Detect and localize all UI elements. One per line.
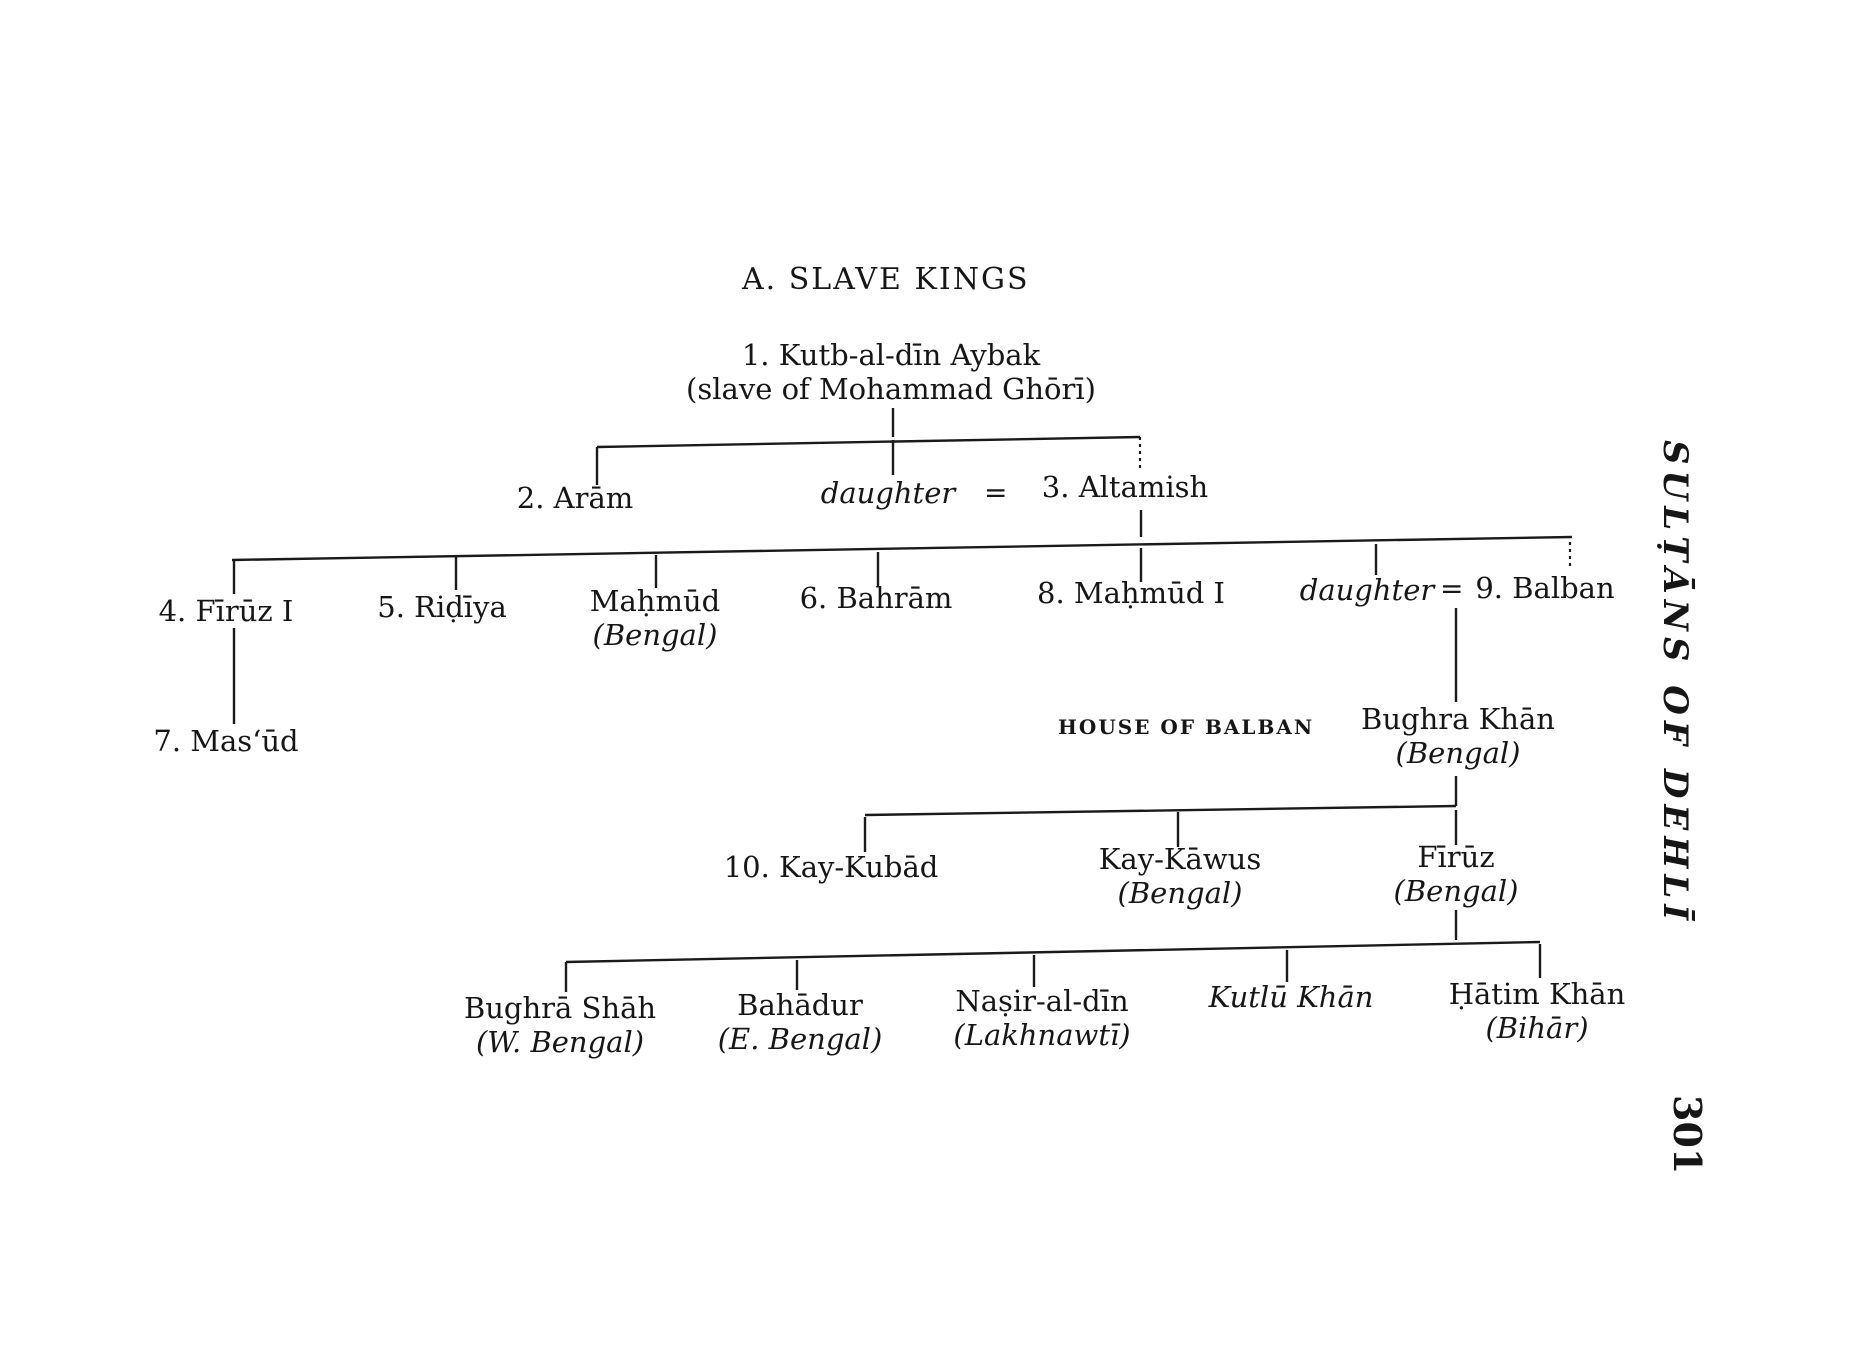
node-region: (E. Bengal) [717,1022,883,1056]
connector [231,535,1573,562]
node-mahmud-bengal: Maḥmūd (Bengal) [590,584,720,652]
connector [565,940,1541,964]
node-bughra-khan: Bughra Khān (Bengal) [1361,702,1555,770]
node-kay-kawus: Kay-Kāwus (Bengal) [1099,842,1261,910]
node-bahram: 6. Bahrām [800,581,953,615]
node-name: Bahādur [737,988,863,1022]
node-name: 9. Balban [1475,571,1615,605]
node-name: 5. Riḍīya [377,590,507,624]
node-name: Ḥātim Khān [1448,977,1626,1011]
page-number: 301 [1665,1095,1710,1175]
connector [864,804,1457,817]
marriage-sign: = [984,476,1008,509]
node-hatim-khan: Ḥātim Khān (Bihār) [1449,977,1626,1045]
node-name: 10. Kay-Kubād [723,850,939,884]
node-name: daughter [820,476,956,510]
node-nasir: Naṣir-al-dīn (Lakhnawtī) [953,984,1130,1052]
node-altamish: 3. Altamish [1042,470,1208,504]
node-firuz-i: 4. Fīrūz I [159,594,294,628]
node-name: 4. Fīrūz I [158,594,294,628]
node-region: (Bengal) [1117,876,1243,910]
node-name: 6. Bahrām [799,581,953,615]
running-head: SULṬĀNS OF DEHLĪ [1655,440,1695,927]
house-label: HOUSE OF BALBAN [1058,715,1315,739]
node-daughter-altamish: daughter [821,476,955,510]
node-masud: 7. Mas‘ūd [153,724,298,758]
node-name: Naṣir-al-dīn [955,984,1129,1018]
node-aybak: 1. Kutb-al-dīn Aybak (slave of Mohammad … [686,338,1096,406]
node-region: (Lakhnawtī) [953,1018,1131,1052]
node-name: 8. Maḥmūd I [1037,576,1225,610]
connector [596,435,1141,449]
node-name: 7. Mas‘ūd [153,724,299,758]
node-name: Bughra Khān [1361,702,1555,736]
node-name: Fīrūz [1417,840,1495,874]
node-bahadur: Bahādur (E. Bengal) [718,988,883,1056]
node-name: 2. Arām [516,481,634,515]
node-region: (Bengal) [1393,874,1519,908]
node-name: 1. Kutb-al-dīn Aybak [741,338,1041,372]
node-bughra-shah: Bughrā Shāh (W. Bengal) [464,991,656,1059]
node-name: 3. Altamish [1041,470,1209,504]
node-firuz-bengal: Fīrūz (Bengal) [1394,840,1519,908]
node-kay-kubad: 10. Kay-Kubād [724,850,939,884]
marriage-sign: = [1440,572,1464,605]
node-mahmud-i: 8. Maḥmūd I [1037,576,1225,610]
node-daughter-balban: daughter [1300,573,1434,607]
node-note: (slave of Mohammad Ghōrī) [686,372,1096,406]
node-name: Kutlū Khān [1208,980,1374,1014]
node-name: Maḥmūd [589,584,721,618]
node-kutlu-khan: Kutlū Khān [1209,980,1374,1014]
node-region: (Bengal) [592,618,718,652]
node-ridiya: 5. Riḍīya [377,590,507,624]
node-name: Kay-Kāwus [1098,842,1262,876]
node-name: Bughrā Shāh [463,991,657,1025]
node-region: (W. Bengal) [475,1025,645,1059]
page-title: A. SLAVE KINGS [742,262,1030,297]
node-balban: 9. Balban [1475,571,1614,605]
node-region: (Bengal) [1395,736,1521,770]
node-aram: 2. Arām [517,481,633,515]
node-region: (Bihār) [1485,1011,1589,1045]
node-name: daughter [1299,573,1435,607]
